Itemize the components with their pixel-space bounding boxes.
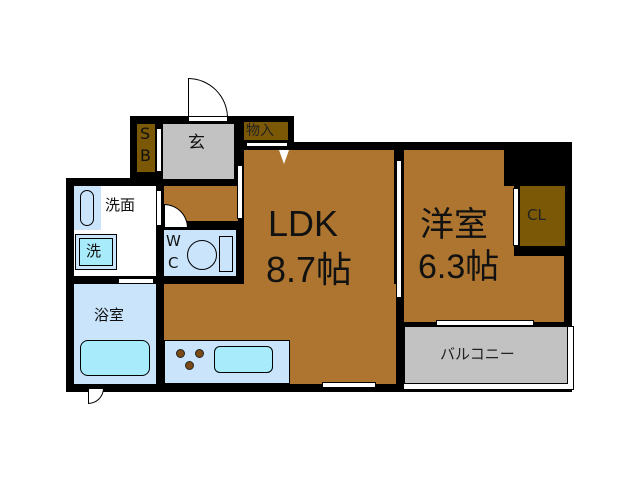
washroom-door[interactable] — [156, 190, 162, 226]
shoe-box-door[interactable] — [156, 128, 162, 172]
western-room-label: 洋室 — [420, 206, 488, 244]
closet-door[interactable] — [513, 188, 519, 246]
bathroom-door[interactable] — [118, 278, 154, 284]
western-room — [404, 150, 504, 322]
western-room-right — [504, 256, 564, 322]
stove-burner-2 — [195, 349, 204, 358]
western-room-size: 6.3帖 — [418, 248, 500, 286]
toilet-bowl — [187, 240, 217, 270]
ldk-window — [322, 382, 376, 388]
entrance-area — [163, 124, 234, 179]
washbasin — [80, 190, 94, 226]
ldk-label: LDK — [268, 203, 339, 244]
closet-label: CL — [527, 206, 546, 224]
entrance-door-frame — [188, 116, 228, 122]
shoe-box-label-b: B — [140, 146, 151, 165]
washing-machine-label: 洗 — [86, 242, 102, 260]
washing-machine-inner — [79, 238, 113, 266]
storage-door[interactable] — [246, 142, 288, 147]
shoe-box-label-s: S — [140, 124, 151, 143]
shoe-box[interactable] — [137, 124, 155, 172]
toilet-label-c: C — [168, 254, 179, 272]
bathroom-window — [88, 388, 104, 404]
balcony-label: バルコニー — [440, 345, 515, 363]
kitchen-sink — [214, 346, 273, 373]
sliding-partition[interactable] — [396, 160, 402, 298]
entrance-door[interactable] — [188, 78, 228, 118]
toilet-label-w: W — [166, 232, 181, 250]
storage-closet[interactable] — [244, 122, 288, 140]
bathtub — [80, 340, 150, 376]
bathroom-label: 浴室 — [94, 306, 125, 324]
stove-burner-3 — [185, 361, 194, 370]
balcony — [404, 326, 568, 384]
washroom-label: 洗面 — [105, 196, 136, 214]
closet[interactable] — [520, 186, 565, 246]
balcony-window[interactable] — [436, 320, 534, 326]
stove-burner-1 — [176, 349, 185, 358]
ldk-door-arrow — [279, 150, 289, 164]
hall-door[interactable] — [237, 165, 243, 219]
entrance-label: 玄 — [188, 133, 205, 153]
western-room-mid — [504, 186, 514, 256]
ldk-size: 8.7帖 — [266, 249, 353, 290]
toilet-tank — [219, 236, 233, 272]
storage-label: 物入 — [246, 123, 274, 139]
